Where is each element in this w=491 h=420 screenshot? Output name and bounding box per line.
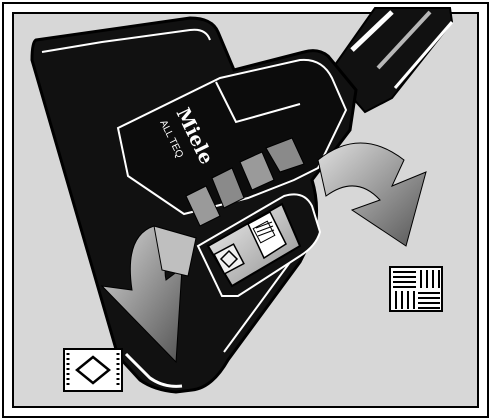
carpet-setting-icon — [390, 267, 442, 311]
hard-floor-setting-icon — [64, 349, 122, 391]
